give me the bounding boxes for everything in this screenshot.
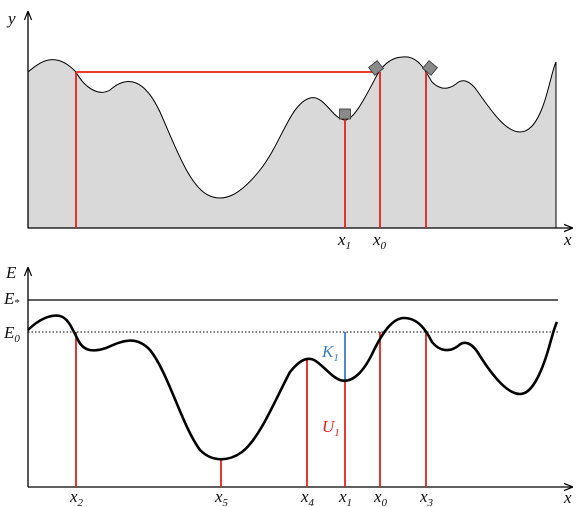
tick-label-x0: x0 <box>373 487 388 507</box>
level-label-e-star: E* <box>3 289 20 309</box>
block-x0 <box>368 60 384 76</box>
x-axis-label-bottom: x <box>563 488 572 507</box>
x-axis-label-top: x <box>563 230 572 249</box>
tick-label-x3: x3 <box>419 487 434 507</box>
tick-label-x1: x1 <box>338 487 352 507</box>
potential-energy-curve <box>27 314 559 461</box>
block-x1 <box>339 108 351 120</box>
block-x3 <box>422 60 438 76</box>
tick-label-x2: x2 <box>69 487 84 507</box>
level-label-e0: E0 <box>3 323 20 345</box>
tick-label-x4: x4 <box>300 487 315 507</box>
tick-label-x0-top: x0 <box>372 230 387 252</box>
landscape-fill <box>27 56 557 229</box>
tick-label-x1-top: x1 <box>337 230 351 252</box>
tick-label-x5: x5 <box>214 487 229 507</box>
bottom-panel: E E* E0 K1 U1 x x2 x5 x4 x1 x0 x3 <box>3 263 572 507</box>
kinetic-energy-label: K1 <box>321 342 339 364</box>
energy-axis-label: E <box>5 263 17 282</box>
potential-energy-label: U1 <box>322 417 340 439</box>
y-axis-label: y <box>6 9 16 28</box>
top-panel: y x x1 x0 <box>6 9 572 252</box>
